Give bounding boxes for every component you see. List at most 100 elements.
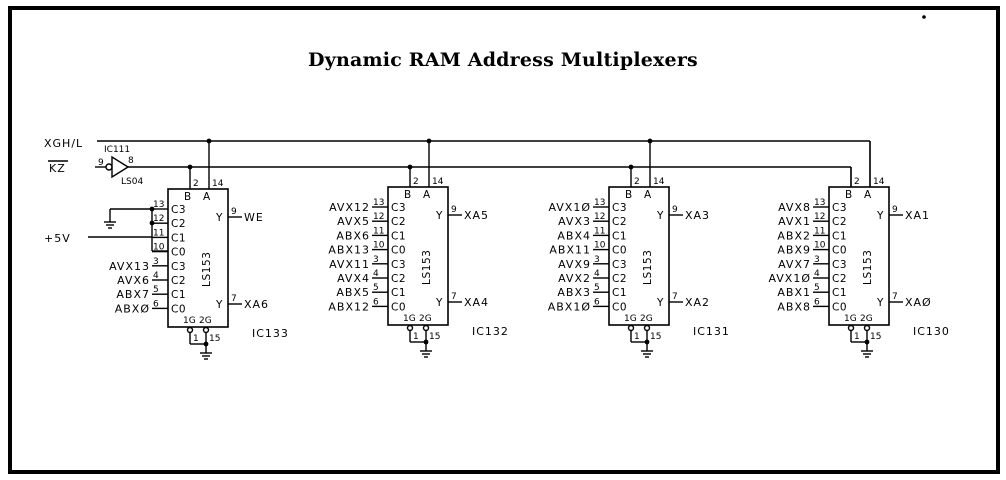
input-pin-label: C3: [832, 202, 847, 214]
input-pin-label: C3: [612, 202, 627, 214]
strobe-label: 1G: [403, 314, 416, 324]
output-label: Y: [215, 212, 223, 224]
input-pin-number: 4: [814, 269, 820, 279]
strobe-pin-number: 15: [650, 332, 661, 342]
output-label: Y: [876, 210, 884, 222]
input-pin-number: 4: [594, 269, 600, 279]
input-signal-label: AVX9: [558, 258, 591, 271]
strobe-pin-number: 1: [634, 332, 640, 342]
input-signal-label: ABX5: [336, 286, 370, 299]
select-pin-number: 14: [212, 179, 224, 189]
chip-body: [167, 188, 229, 328]
junction-dot: [187, 164, 193, 170]
input-signal-label: AVX13: [109, 260, 150, 273]
input-pin-number: 12: [153, 214, 164, 224]
input-signal-label: ABX12: [328, 300, 370, 313]
output-label: Y: [215, 299, 223, 311]
output-pin-number: 7: [672, 292, 678, 302]
strobe-pin-number: 15: [870, 332, 881, 342]
output-label: Y: [435, 210, 443, 222]
input-pin-number: 11: [153, 228, 164, 238]
input-pin-label: C1: [171, 232, 186, 244]
input-signal-label: ABXØ: [115, 302, 150, 315]
input-pin-number: 12: [373, 212, 384, 222]
input-pin-label: C0: [832, 245, 847, 257]
inverter-pin-in: 9: [98, 158, 104, 168]
input-pin-number: 11: [594, 226, 605, 236]
ground-icon: [104, 221, 116, 229]
input-pin-number: 6: [153, 299, 159, 309]
output-label: Y: [656, 210, 664, 222]
input-pin-number: 3: [594, 255, 600, 265]
input-pin-number: 11: [814, 226, 825, 236]
strobe-bubble: [422, 324, 430, 332]
input-signal-label: AVX5: [337, 215, 370, 228]
input-pin-label: C3: [391, 259, 406, 271]
input-pin-label: C1: [391, 230, 406, 242]
select-label-a: A: [203, 191, 211, 203]
select-label-a: A: [864, 189, 872, 201]
strobe-label: 1G: [183, 316, 196, 326]
input-signal-label: AVX11: [329, 258, 370, 271]
inverter-gate: [105, 155, 130, 179]
output-signal-label: XA1: [905, 209, 930, 222]
input-pin-number: 6: [594, 297, 600, 307]
select-label-b: B: [625, 189, 633, 201]
input-pin-label: C1: [832, 287, 847, 299]
output-pin-number: 9: [451, 205, 457, 215]
strobe-bubble: [863, 324, 871, 332]
strobe-label: 1G: [624, 314, 637, 324]
strobe-pin-number: 1: [193, 334, 199, 344]
strobe-label: 2G: [419, 314, 432, 324]
chip-reference: IC131: [693, 325, 730, 338]
strobe-bubble: [847, 324, 855, 332]
input-pin-label: C2: [391, 216, 406, 228]
input-signal-label: AVX1Ø: [548, 201, 591, 214]
input-pin-number: 6: [814, 297, 820, 307]
ground-icon: [420, 350, 432, 358]
output-signal-label: XA5: [464, 209, 489, 222]
input-signal-label: ABX1: [777, 286, 811, 299]
output-pin-number: 7: [231, 294, 237, 304]
input-signal-label: AVX4: [337, 272, 370, 285]
strobe-bubble: [406, 324, 414, 332]
output-label: Y: [876, 297, 884, 309]
input-pin-label: C0: [832, 301, 847, 313]
select-pin-number: 2: [634, 177, 640, 187]
input-pin-label: C3: [391, 202, 406, 214]
junction-dot: [407, 164, 413, 170]
input-pin-label: C0: [612, 245, 627, 257]
input-pin-label: C2: [171, 275, 186, 287]
chip-reference: IC130: [913, 325, 950, 338]
input-signal-label: ABX6: [336, 229, 370, 242]
strobe-pin-number: 1: [854, 332, 860, 342]
strobe-bubble: [186, 326, 194, 334]
junction-dot: [647, 138, 653, 144]
input-pin-number: 13: [373, 198, 384, 208]
input-signal-label: ABX7: [116, 288, 150, 301]
output-signal-label: XAØ: [905, 296, 932, 309]
input-pin-number: 6: [373, 297, 379, 307]
select-pin-number: 2: [854, 177, 860, 187]
input-pin-label: C1: [612, 287, 627, 299]
junction-dot: [206, 138, 212, 144]
chip-reference: IC133: [252, 327, 289, 340]
junction-dot: [426, 138, 432, 144]
supply-label: +5V: [44, 232, 71, 245]
input-pin-number: 5: [373, 283, 379, 293]
input-pin-number: 10: [594, 241, 606, 251]
chip-part-number: LS153: [201, 251, 213, 287]
inverter-part: LS04: [121, 177, 143, 187]
input-pin-label: C0: [171, 303, 186, 315]
select-label-b: B: [404, 189, 412, 201]
strobe-bubble: [627, 324, 635, 332]
input-signal-label: ABX1Ø: [548, 300, 591, 313]
input-signal-label: AVX7: [778, 258, 811, 271]
input-signal-label: ABX9: [777, 244, 811, 257]
select-label-b: B: [184, 191, 192, 203]
output-pin-number: 7: [892, 292, 898, 302]
input-signal-label: AVX12: [329, 201, 370, 214]
input-pin-number: 3: [373, 255, 379, 265]
output-pin-number: 9: [231, 207, 237, 217]
